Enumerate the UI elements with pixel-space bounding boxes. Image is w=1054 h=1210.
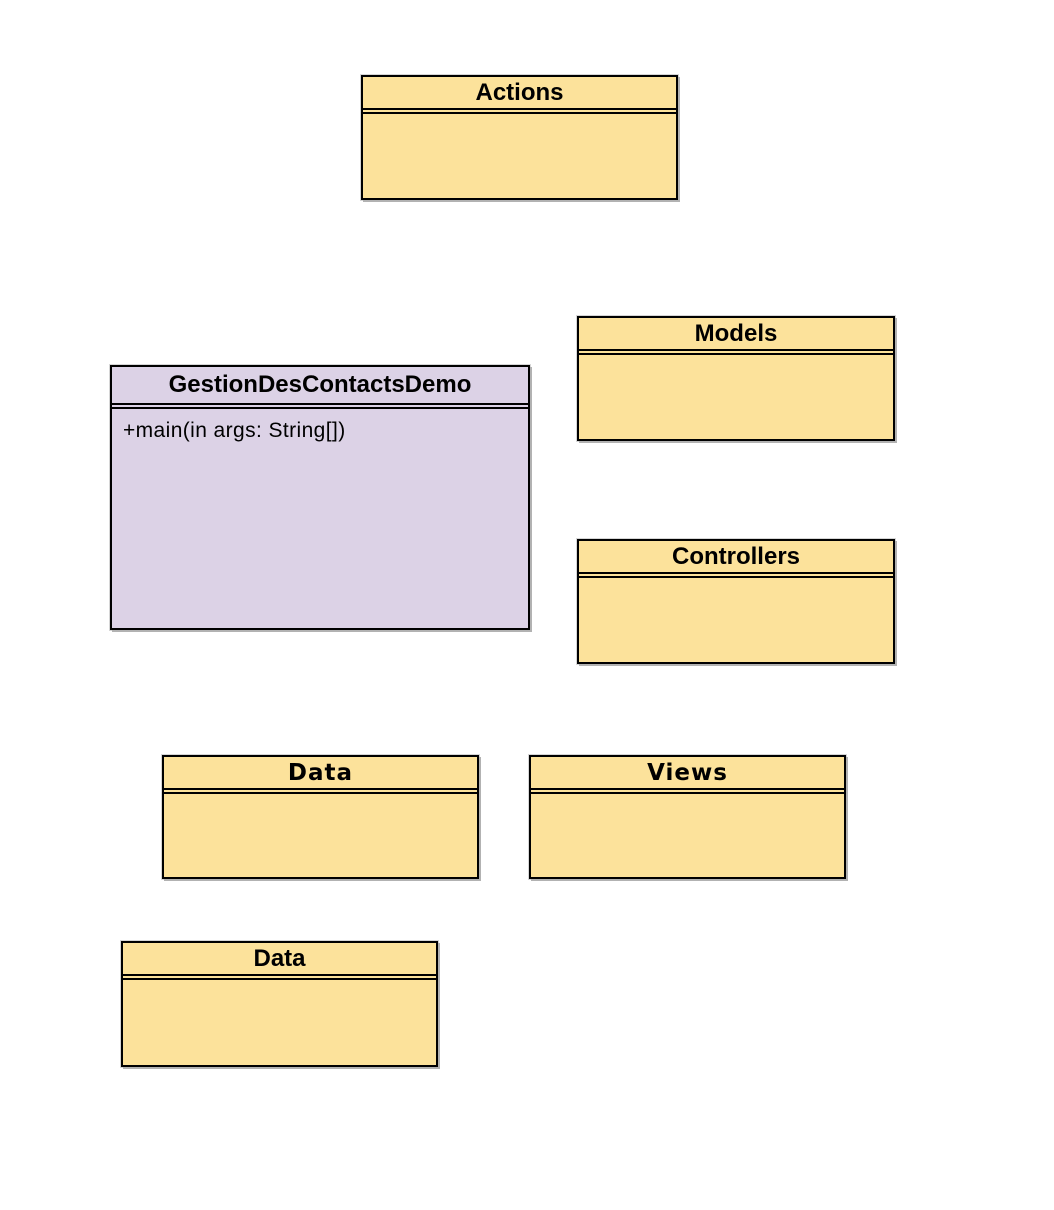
class-members-compartment	[579, 576, 893, 662]
class-box-models[interactable]: Models	[577, 316, 895, 441]
class-box-controllers[interactable]: Controllers	[577, 539, 895, 664]
class-title: Controllers	[579, 541, 893, 574]
class-box-gestiondescontactsdemo[interactable]: GestionDesContactsDemo +main(in args: St…	[110, 365, 530, 630]
class-members-compartment	[164, 792, 477, 877]
class-title: Models	[579, 318, 893, 351]
class-title: Data	[164, 757, 477, 790]
class-box-data-middle[interactable]: Data	[162, 755, 479, 879]
class-members-compartment	[123, 978, 436, 1065]
class-members-compartment	[363, 112, 676, 198]
class-title: Data	[123, 943, 436, 976]
class-members-compartment: +main(in args: String[])	[112, 407, 528, 628]
class-title: Actions	[363, 77, 676, 110]
class-members-compartment	[579, 353, 893, 439]
class-box-actions[interactable]: Actions	[361, 75, 678, 200]
class-box-data-bottom[interactable]: Data	[121, 941, 438, 1067]
method-main: +main(in args: String[])	[123, 419, 346, 442]
class-title: GestionDesContactsDemo	[112, 367, 528, 405]
class-members-compartment	[531, 792, 844, 877]
class-box-views[interactable]: Views	[529, 755, 846, 879]
class-title: Views	[531, 757, 844, 790]
